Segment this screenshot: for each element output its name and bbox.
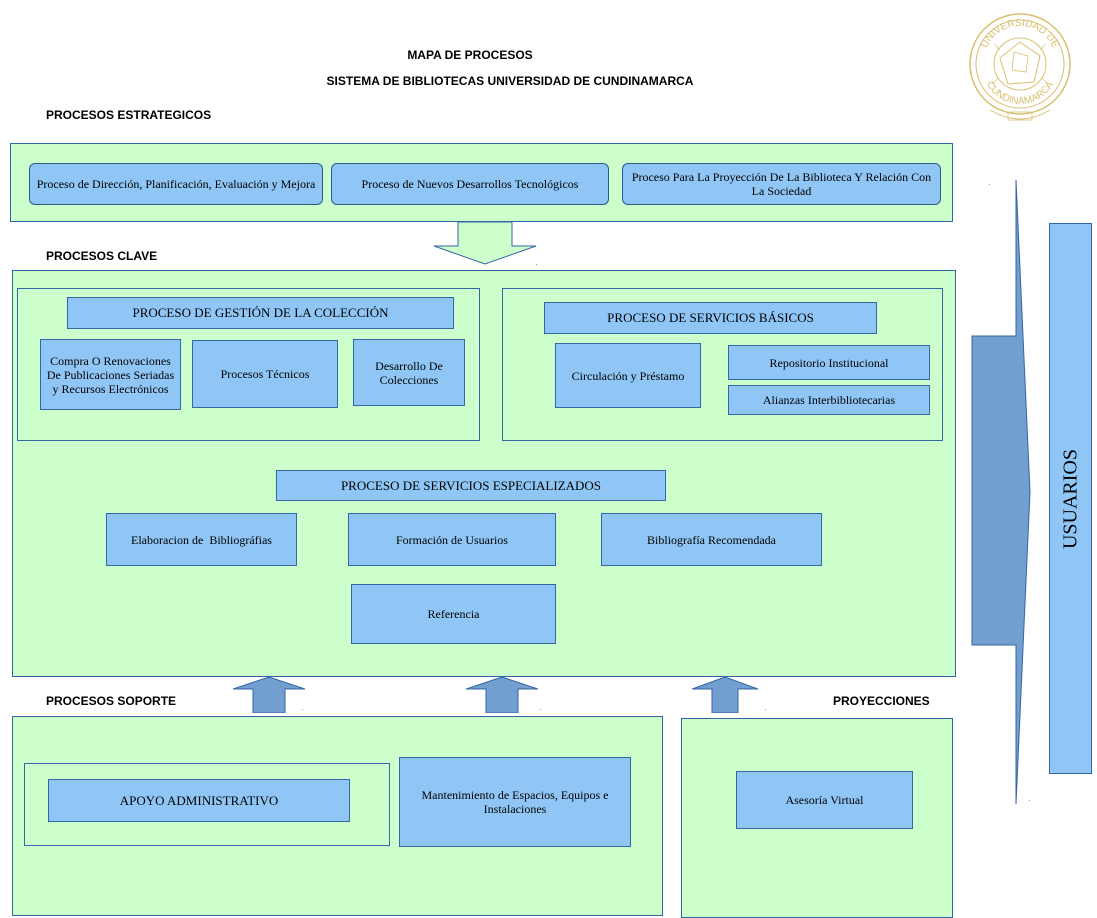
especializados-referencia-text: Referencia [427, 607, 480, 621]
basicos-circulacion-text: Circulación y Préstamo [571, 368, 685, 383]
decorative-dot [765, 709, 766, 710]
soporte-mantenimiento-text: Mantenimiento de Espacios, Equipos e Ins… [421, 788, 609, 816]
proyecciones-asesoria: Asesoría Virtual [736, 771, 913, 829]
decorative-dot [540, 709, 541, 710]
soporte-label: PROCESOS SOPORTE [46, 694, 177, 708]
basicos-repositorio: Repositorio Institucional [728, 345, 930, 380]
soporte-apoyo: APOYO ADMINISTRATIVO [48, 779, 350, 822]
soporte-apoyo-text: APOYO ADMINISTRATIVO [119, 792, 279, 808]
basicos-circulacion: Circulación y Préstamo [555, 343, 701, 408]
gestion-compra-text: Compra O Renovaciones De Publicaciones S… [46, 353, 175, 396]
decorative-dot [302, 709, 303, 710]
map-title: MAPA DE PROCESOS [407, 48, 533, 62]
especializados-title: PROCESO DE SERVICIOS ESPECIALIZADOS [276, 470, 666, 501]
especializados-title-text: PROCESO DE SERVICIOS ESPECIALIZADOS [340, 477, 602, 493]
estrategico-tecnologicos-text: Proceso de Nuevos Desarrollos Tecnológic… [361, 177, 579, 191]
clave-label: PROCESOS CLAVE [46, 249, 158, 263]
estrategico-proyeccion-text: Proceso Para La Proyección De La Bibliot… [631, 170, 932, 198]
decorative-dot [989, 184, 990, 185]
gestion-desarrollo-text: Desarrollo De Colecciones [375, 358, 443, 387]
basicos-title: PROCESO DE SERVICIOS BÁSICOS [544, 302, 877, 334]
especializados-formacion: Formación de Usuarios [348, 513, 556, 566]
estrategicos-label: PROCESOS ESTRATEGICOS [46, 108, 212, 122]
gestion-subpanel [17, 288, 480, 441]
especializados-recomendada: Bibliografía Recomendada [601, 513, 822, 566]
proyecciones-label: PROYECCIONES [833, 694, 930, 708]
soporte-mantenimiento: Mantenimiento de Espacios, Equipos e Ins… [399, 757, 631, 847]
up-arrow-icon [232, 676, 306, 714]
especializados-formacion-text: Formación de Usuarios [396, 532, 508, 547]
especializados-recomendada-text: Bibliografía Recomendada [647, 532, 776, 547]
gestion-title: PROCESO DE GESTIÓN DE LA COLECCIÓN [67, 297, 454, 329]
especializados-referencia: Referencia [351, 584, 556, 644]
estrategico-proyeccion: Proceso Para La Proyección De La Bibliot… [622, 163, 941, 205]
down-arrow-icon [430, 221, 542, 266]
basicos-alianzas: Alianzas Interbibliotecarias [728, 385, 930, 415]
estrategico-direccion: Proceso de Dirección, Planificación, Eva… [29, 163, 323, 205]
university-seal-logo: UNIVERSIDAD DE CUNDINAMARCA [964, 6, 1074, 128]
right-flow-arrow-icon [970, 178, 1032, 806]
estrategico-direccion-text: Proceso de Dirección, Planificación, Eva… [36, 177, 316, 191]
basicos-repositorio-text: Repositorio Institucional [769, 355, 889, 370]
decorative-dot [536, 264, 537, 265]
map-subtitle: SISTEMA DE BIBLIOTECAS UNIVERSIDAD DE CU… [326, 74, 694, 88]
gestion-compra: Compra O Renovaciones De Publicaciones S… [40, 339, 181, 410]
especializados-bibliografias: Elaboracion de Bibliográfias [106, 513, 297, 566]
basicos-subpanel [502, 288, 943, 441]
up-arrow-icon [691, 676, 759, 714]
soporte-subpanel [24, 763, 390, 846]
basicos-title-text: PROCESO DE SERVICIOS BÁSICOS [607, 310, 814, 325]
gestion-tecnicos: Procesos Técnicos [192, 340, 338, 408]
gestion-desarrollo: Desarrollo De Colecciones [353, 339, 465, 406]
usuarios-label: USUARIOS [1059, 448, 1081, 549]
usuarios-box: USUARIOS [1049, 223, 1092, 774]
proyecciones-asesoria-text: Asesoría Virtual [785, 793, 864, 807]
up-arrow-icon [465, 676, 539, 714]
estrategico-tecnologicos: Proceso de Nuevos Desarrollos Tecnológic… [331, 163, 609, 205]
especializados-bibliografias-text: Elaboracion de Bibliográfias [131, 532, 272, 547]
decorative-dot [1029, 800, 1030, 801]
gestion-title-text: PROCESO DE GESTIÓN DE LA COLECCIÓN [132, 305, 389, 320]
gestion-tecnicos-text: Procesos Técnicos [220, 367, 310, 381]
basicos-alianzas-text: Alianzas Interbibliotecarias [762, 393, 896, 407]
